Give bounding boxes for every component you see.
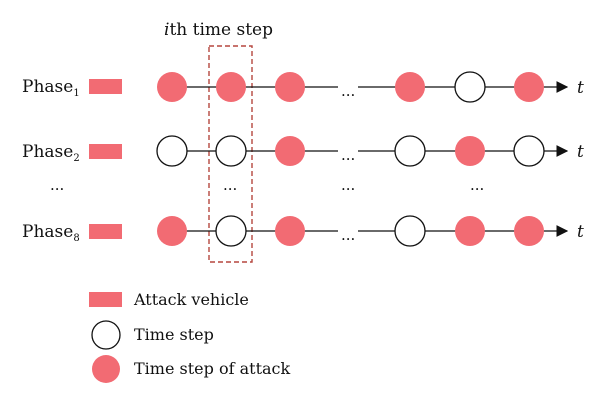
phase-8-node-5-attack [455, 216, 485, 246]
phase-2-node-6-step [513, 135, 545, 167]
phase-8-gap-dots: ... [341, 226, 355, 244]
phase-2-node-3-attack [275, 136, 305, 166]
phase-1-node-4-attack [395, 72, 425, 102]
phase-1-node-6-attack [514, 72, 544, 102]
phase-2-gap-dots: ... [341, 146, 355, 164]
phase-1-node-1-attack [157, 72, 187, 102]
phase-1-label: Phase1 [22, 77, 80, 99]
ellipsis-col-2: ... [341, 176, 355, 194]
phase-8-node-3-attack [275, 216, 305, 246]
legend-attack-vehicle-label: Attack vehicle [133, 290, 249, 309]
phase-1-node-3-attack [275, 72, 305, 102]
phase-1-node-2-attack [216, 72, 246, 102]
phase-8-attack-vehicle [89, 224, 122, 239]
ith-column-highlight-box [208, 45, 253, 263]
ith-time-step-label: ith time step [164, 20, 273, 40]
phase-8-node-4-step [394, 215, 426, 247]
phase-8-node-6-attack [514, 216, 544, 246]
phase-8-axis-t: t [577, 222, 584, 242]
phase-2-node-2-step [215, 135, 247, 167]
phase-ellipsis-label: ... [50, 176, 64, 194]
legend-time-step-label: Time step [134, 325, 214, 344]
legend-attack-step-swatch [92, 355, 120, 383]
ellipsis-col-1: ... [223, 176, 237, 194]
legend-time-step-swatch [91, 320, 121, 350]
phase-2-node-5-attack [455, 136, 485, 166]
legend-attack-step-label: Time step of attack [134, 359, 290, 378]
phase-8-node-1-attack [157, 216, 187, 246]
legend-attack-vehicle-swatch [89, 292, 122, 307]
phase-2-node-4-step [394, 135, 426, 167]
ellipsis-col-3: ... [470, 176, 484, 194]
phase-8-node-2-step [215, 215, 247, 247]
phase-2-node-1-step [156, 135, 188, 167]
phase-1-gap-dots: ... [341, 82, 355, 100]
legend: Attack vehicle Time step Time step of at… [89, 290, 290, 383]
phase-1-node-5-step [454, 71, 486, 103]
timeline-nodes [156, 71, 545, 247]
phase-2-label: Phase2 [22, 142, 80, 164]
phase-1-attack-vehicle [89, 79, 122, 94]
phase-2-axis-t: t [577, 142, 584, 162]
phase-8-label: Phase8 [22, 222, 80, 244]
phase-1-axis-t: t [577, 78, 584, 98]
phase-2-attack-vehicle [89, 144, 122, 159]
